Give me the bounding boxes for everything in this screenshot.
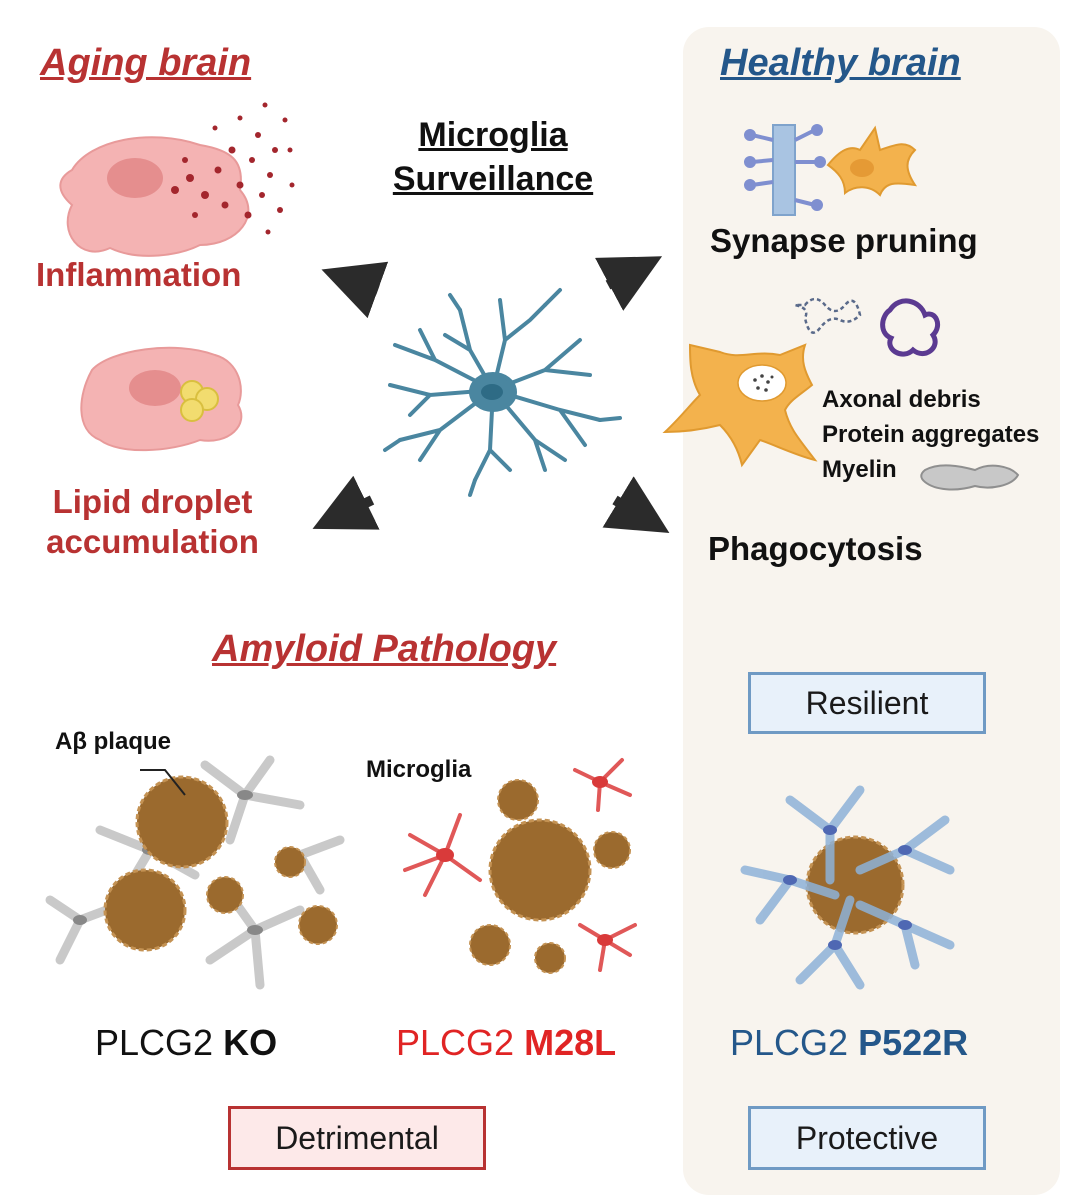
debris-fragments: [794, 297, 940, 357]
cytokine-dots: [171, 102, 295, 235]
protective-box: Protective: [748, 1106, 986, 1170]
phagocytosis-label: Phagocytosis: [708, 530, 923, 567]
synapse-illustration: [744, 124, 918, 216]
arrow-to-synapse: [595, 256, 663, 311]
genotype-p522r-gene: PLCG2: [730, 1022, 849, 1063]
aging-brain-heading: Aging brain: [40, 42, 252, 84]
lipid-label: Lipid droplet accumulation: [20, 482, 285, 562]
genotype-m28l: PLCG2 M28L: [396, 1022, 616, 1064]
debris-item: Protein aggregates: [822, 421, 1040, 448]
genotype-m28l-gene: PLCG2: [396, 1022, 515, 1063]
genotype-ko-variant: KO: [223, 1022, 278, 1063]
genotype-p522r: PLCG2 P522R: [730, 1022, 968, 1064]
amyloid-heading: Amyloid Pathology: [212, 628, 557, 670]
arrow-to-phagocytosis: [602, 476, 670, 533]
direction-arrows: [312, 256, 670, 533]
lipid-label-line1: Lipid droplet: [52, 483, 253, 520]
detrimental-box: Detrimental: [228, 1106, 486, 1170]
lipid-droplet-cell: [80, 346, 243, 452]
center-title-line2: Surveillance: [392, 160, 594, 198]
resting-microglia: [383, 288, 622, 497]
p522r-panel-art: [740, 785, 955, 990]
center-title-line1: Microglia: [418, 116, 568, 154]
genotype-ko-gene: PLCG2: [95, 1022, 214, 1063]
synapse-pruning-label: Synapse pruning: [710, 222, 978, 259]
myelin-fragment: [920, 464, 1020, 491]
healthy-panel: [683, 27, 1060, 1195]
healthy-brain-heading: Healthy brain: [720, 42, 961, 84]
m28l-panel-art: [403, 758, 637, 974]
debris-item: Axonal debris: [822, 386, 981, 413]
lipid-label-line2: accumulation: [46, 523, 259, 560]
ko-panel-art: [45, 755, 345, 990]
genotype-ko: PLCG2 KO: [95, 1022, 277, 1064]
inflammation-label: Inflammation: [36, 256, 242, 293]
microglia-label: Microglia: [366, 756, 472, 783]
center-title: Microglia Surveillance: [343, 113, 643, 201]
phagocytic-microglia: [662, 343, 818, 468]
debris-item: Myelin: [822, 456, 897, 483]
arrow-to-inflammation: [321, 261, 389, 319]
genotype-p522r-variant: P522R: [858, 1022, 969, 1063]
debris-list: Axonal debris Protein aggregates Myelin: [822, 382, 1039, 487]
arrow-to-lipid: [312, 475, 380, 530]
resilient-box: Resilient: [748, 672, 986, 734]
abeta-plaque-label: Aβ plaque: [55, 728, 171, 755]
inflamed-cell: [59, 102, 295, 257]
genotype-m28l-variant: M28L: [524, 1022, 617, 1063]
